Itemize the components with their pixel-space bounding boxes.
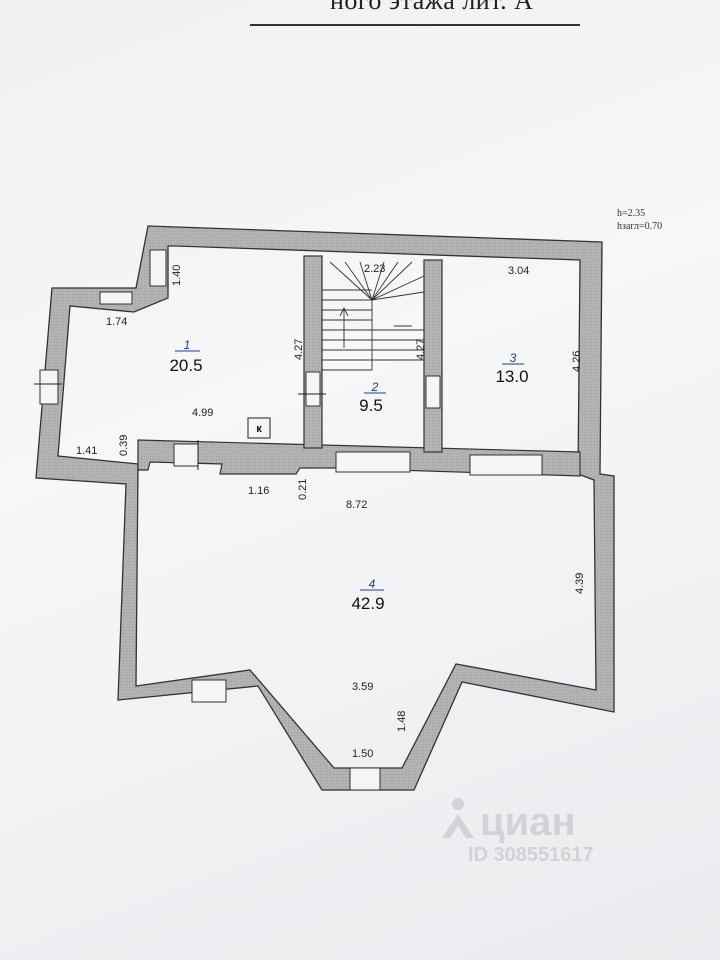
k-marker-label: к bbox=[256, 423, 262, 435]
dimension-label: 4.39 bbox=[574, 573, 586, 594]
window-opening bbox=[149, 249, 167, 287]
ceiling-height-note: h=2.35 bbox=[617, 208, 646, 219]
cian-watermark: циан ID 308551617 bbox=[438, 798, 594, 866]
room-4-label: 4 42.9 bbox=[351, 577, 384, 613]
room-number: 1 bbox=[184, 338, 191, 352]
door-opening bbox=[305, 371, 321, 407]
opening-ticks bbox=[34, 383, 326, 470]
interior-walls bbox=[137, 255, 581, 477]
basement-height-note: hзагл=0.70 bbox=[617, 221, 663, 232]
room-number: 2 bbox=[371, 380, 379, 394]
k-marker: к bbox=[247, 417, 271, 439]
dimension-label: 1.74 bbox=[106, 316, 127, 328]
door-opening bbox=[425, 375, 441, 409]
room-area: 42.9 bbox=[351, 594, 384, 613]
dimension-label: 3.59 bbox=[352, 681, 373, 693]
room-2-label: 2 9.5 bbox=[359, 380, 386, 415]
dimension-label: 3.04 bbox=[508, 265, 529, 277]
window-opening bbox=[99, 291, 133, 305]
plan-title: ного этажа лит. А bbox=[330, 0, 534, 15]
cian-logo-icon bbox=[442, 798, 474, 838]
title-underline bbox=[250, 24, 580, 26]
watermark-id: ID 308551617 bbox=[468, 844, 594, 866]
door-opening bbox=[335, 451, 411, 473]
window-opening bbox=[469, 454, 543, 476]
dimension-label: 1.48 bbox=[396, 711, 408, 732]
window-opening bbox=[349, 767, 381, 791]
room-number: 3 bbox=[510, 351, 517, 365]
window-opening bbox=[191, 679, 227, 703]
dimension-label: 1.50 bbox=[352, 748, 373, 760]
dimension-label: 0.21 bbox=[297, 479, 309, 500]
dimension-labels: 1.40 2.23 3.04 1.74 4.27 4.27 4.26 4.99 … bbox=[76, 263, 586, 760]
dimension-label: 0.39 bbox=[118, 435, 130, 456]
room-number: 4 bbox=[369, 577, 376, 591]
window-opening bbox=[39, 369, 59, 405]
exterior-walls bbox=[35, 225, 615, 791]
room-area: 13.0 bbox=[495, 367, 528, 386]
room-1-label: 1 20.5 bbox=[169, 338, 202, 375]
dimension-label: 2.23 bbox=[364, 263, 385, 275]
door-opening bbox=[173, 443, 199, 467]
dimension-label: 4.26 bbox=[571, 351, 583, 372]
room-area: 20.5 bbox=[169, 356, 202, 375]
dimension-label: 1.16 bbox=[248, 485, 269, 497]
openings bbox=[39, 249, 543, 791]
dimension-label: 4.99 bbox=[192, 407, 213, 419]
dimension-label: 8.72 bbox=[346, 499, 367, 511]
dimension-label: 1.41 bbox=[76, 445, 97, 457]
room-area: 9.5 bbox=[359, 396, 383, 415]
dimension-label: 4.27 bbox=[415, 339, 427, 360]
room-3-label: 3 13.0 bbox=[495, 351, 528, 386]
watermark-name: циан bbox=[480, 800, 576, 844]
dimension-label: 4.27 bbox=[293, 339, 305, 360]
dimension-label: 1.40 bbox=[171, 265, 183, 286]
staircase bbox=[321, 261, 425, 371]
